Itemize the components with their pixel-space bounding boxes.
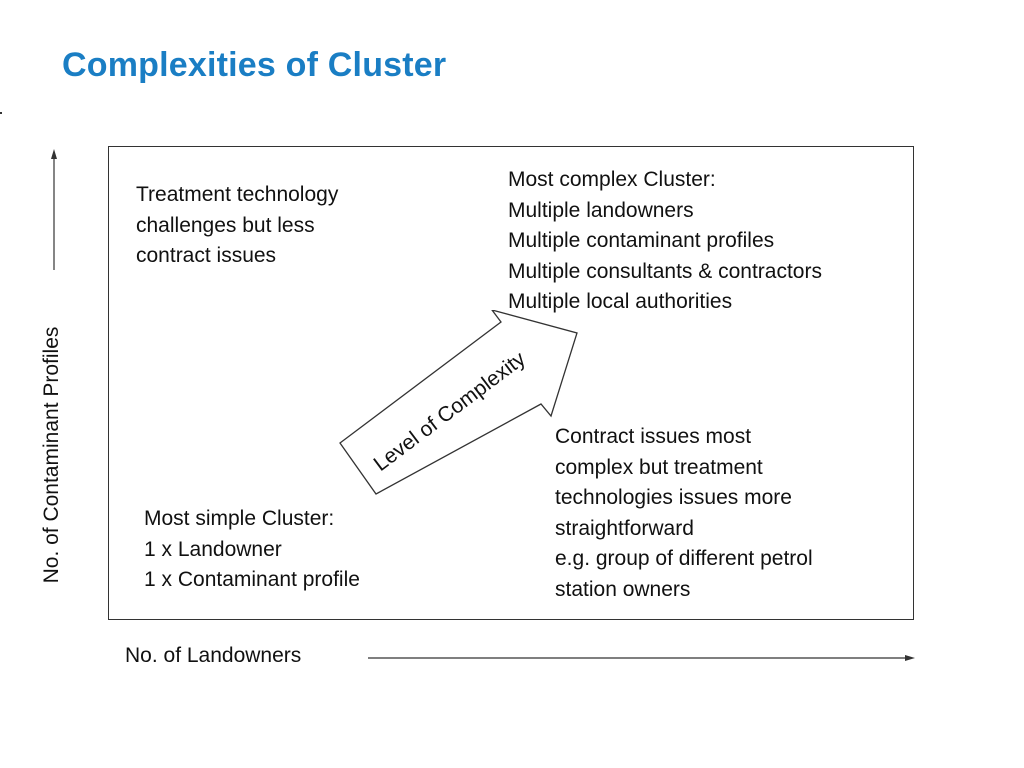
quadrant-line: 1 x Contaminant profile [144, 568, 360, 591]
complexity-arrow [339, 310, 578, 495]
quadrant-line: 1 x Landowner [144, 537, 282, 561]
quadrant-line: Most simple Cluster: [144, 507, 335, 530]
y-axis-label: No. of Contaminant Profiles [40, 326, 63, 584]
quadrant-line: complex but treatment [555, 455, 763, 479]
quadrant-line: Multiple landowners [508, 198, 694, 222]
y-axis-arrowhead [51, 149, 57, 159]
page-title: Complexities of Cluster [62, 46, 447, 84]
quadrant-bottom-left: Most simple Cluster: 1 x Landowner 1 x C… [144, 504, 360, 596]
quadrant-frame [108, 146, 914, 620]
quadrant-line: contract issues [136, 244, 277, 267]
quadrant-line: Treatment technology [136, 183, 339, 206]
quadrant-line: straightforward [555, 516, 694, 540]
quadrant-line: Multiple local authorities [508, 290, 733, 313]
quadrant-line: Multiple consultants & contractors [508, 259, 822, 283]
quadrant-line: station owners [555, 577, 691, 601]
quadrant-line: Contract issues most [555, 425, 752, 448]
quadrant-line: technologies issues more [555, 486, 792, 509]
quadrant-top-left: Treatment technology challenges but less… [136, 180, 338, 272]
quadrant-line: e.g. group of different petrol [555, 547, 813, 570]
quadrant-line: challenges but less [136, 213, 315, 237]
complexity-arrow-shape [339, 310, 578, 495]
quadrant-line: Multiple contaminant profiles [508, 229, 775, 252]
quadrant-bottom-right: Contract issues most complex but treatme… [555, 422, 813, 605]
x-axis-label: No. of Landowners [125, 644, 302, 667]
x-axis-arrowhead [905, 655, 915, 661]
quadrant-line: Most complex Cluster: [508, 168, 716, 191]
quadrant-top-right: Most complex Cluster: Multiple landowner… [508, 165, 822, 318]
corner-tick [0, 112, 2, 114]
